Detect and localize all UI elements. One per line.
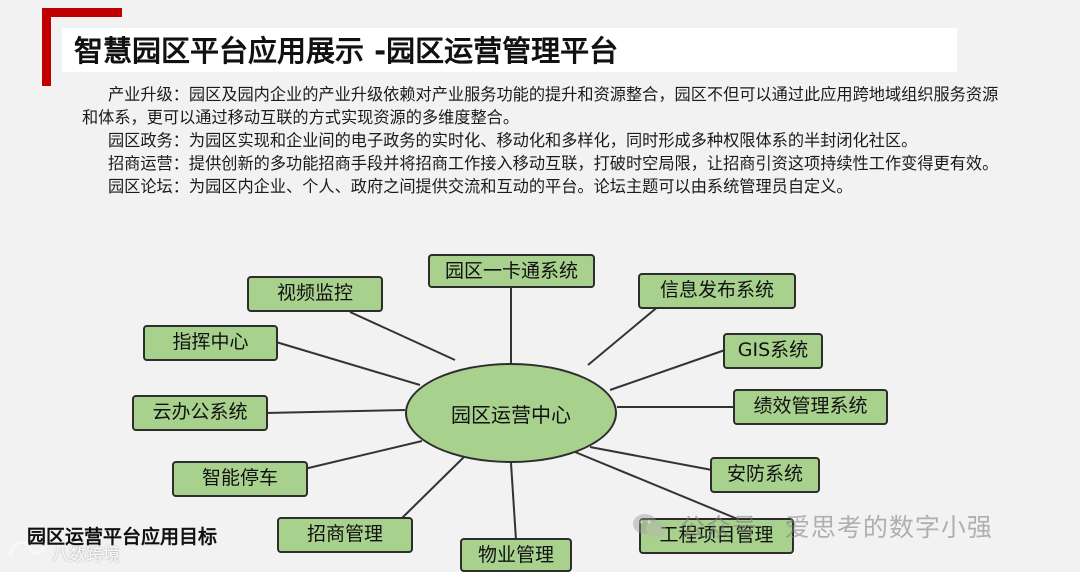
node-property-management: 物业管理	[460, 538, 572, 572]
node-label: 智能停车	[201, 467, 278, 489]
node-label: 云办公系统	[152, 401, 248, 423]
title-background	[62, 28, 957, 72]
connector-command	[275, 341, 421, 386]
node-label: 物业管理	[477, 544, 554, 566]
node-performance-management: 绩效管理系统	[733, 389, 888, 425]
center-node-operations-center: 园区运营中心	[405, 363, 617, 463]
node-gis-system: GIS系统	[723, 333, 823, 369]
connector-property	[510, 462, 517, 541]
watermark-secondary-text: 八数跨境	[52, 545, 120, 565]
connector-video	[349, 311, 456, 361]
node-video-surveillance: 视频监控	[247, 276, 383, 312]
node-investment-management: 招商管理	[277, 517, 413, 553]
node-label: 园区一卡通系统	[444, 260, 578, 282]
paragraph-investment-operations: 招商运营：提供创新的多功能招商手段并将招商工作接入移动互联，打破时空局限，让招商…	[108, 154, 999, 173]
paragraph-industry-upgrade: 产业升级：园区及园内企业的产业升级依赖对产业服务功能的提升和资源整合，园区不但可…	[82, 85, 999, 127]
node-park-card-system: 园区一卡通系统	[428, 254, 595, 288]
paragraph-park-forum: 园区论坛：为园区内企业、个人、政府之间提供交流和互动的平台。论坛主题可以由系统管…	[108, 177, 853, 196]
page-title: 智慧园区平台应用展示 -园区运营管理平台	[74, 34, 619, 68]
node-label: 视频监控	[276, 282, 353, 304]
node-command-center: 指挥中心	[143, 325, 278, 361]
connector-invest	[399, 455, 466, 521]
connector-info	[587, 304, 661, 366]
brand-logo-icon	[8, 540, 48, 556]
watermark-text: 公众号 · 爱思考的数字小强	[680, 513, 993, 542]
node-label: 工程项目管理	[659, 524, 774, 546]
node-label: 安防系统	[726, 463, 803, 485]
connector-gis	[609, 349, 726, 391]
node-label: 绩效管理系统	[753, 395, 868, 417]
node-label: 信息发布系统	[659, 279, 774, 301]
wechat-logo-icon	[633, 514, 666, 537]
paragraph-park-government: 园区政务：为园区实现和企业间的电子政务的实时化、移动化和多样化，同时形成多种权限…	[108, 131, 918, 150]
title-accent-bracket-vertical	[42, 8, 51, 86]
title-accent-bracket-horizontal	[42, 8, 122, 17]
connector-security	[589, 446, 713, 471]
connector-engineering	[574, 451, 741, 521]
node-smart-parking: 智能停车	[172, 461, 308, 497]
node-info-release-system: 信息发布系统	[638, 273, 796, 309]
node-label: GIS系统	[737, 339, 809, 361]
description-text: 产业升级：园区及园内企业的产业升级依赖对产业服务功能的提升和资源整合，园区不但可…	[82, 83, 1002, 198]
connector-parking	[299, 440, 423, 471]
node-cloud-office-system: 云办公系统	[132, 395, 268, 431]
section-label-platform-goals: 园区运营平台应用目标	[27, 526, 218, 548]
node-engineering-project-management: 工程项目管理	[639, 518, 794, 554]
connector-cloud	[264, 409, 406, 414]
node-label: 招商管理	[306, 523, 383, 545]
node-label: 指挥中心	[172, 331, 249, 353]
center-node-label: 园区运营中心	[451, 402, 571, 427]
node-security-system: 安防系统	[710, 457, 820, 493]
